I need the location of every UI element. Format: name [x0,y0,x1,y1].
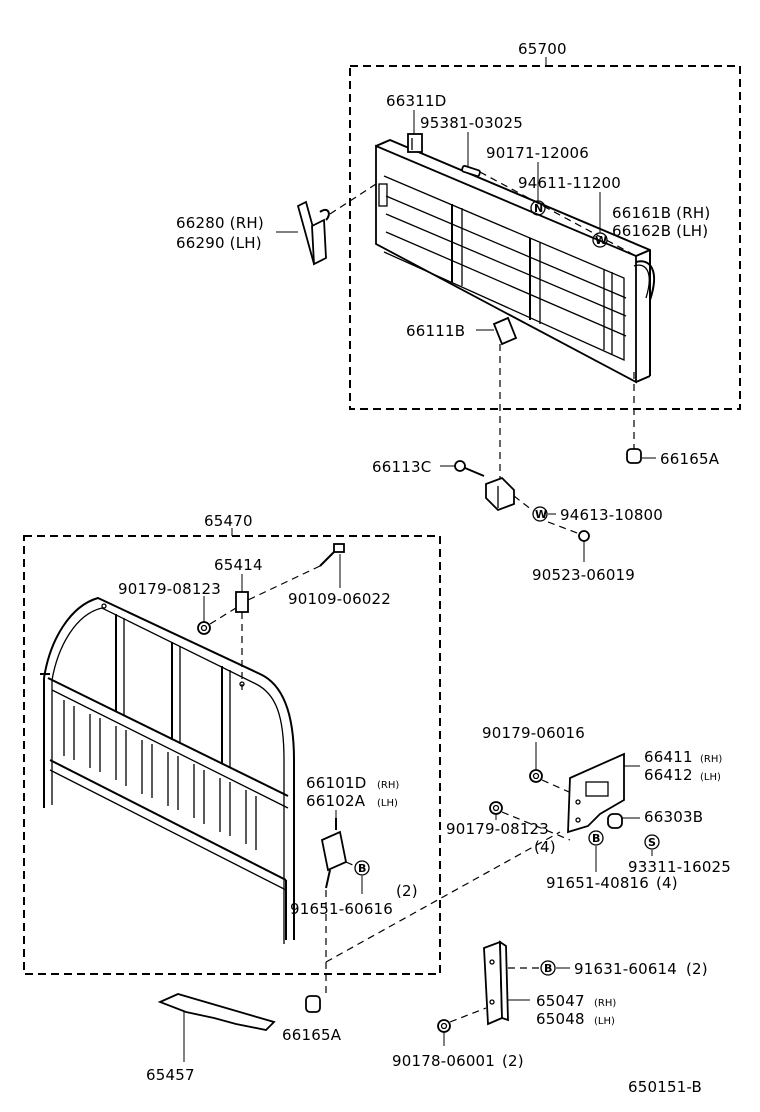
label-66161b: 66161B (RH) [612,204,710,222]
label-rh-tag-2: (RH) [594,998,616,1009]
bolt-66113c [454,460,485,477]
label-90523-06019: 90523-06019 [532,566,635,584]
label-66411: 66411 [644,748,693,766]
label-lh-small: (LH) [377,798,398,809]
label-66165a-right: 66165A [660,450,720,468]
label-91651-60616: 91651-60616 [290,900,393,918]
mark-w1: W [595,234,607,247]
cap-66165a-right [626,448,642,464]
nut-90178 [437,1019,451,1033]
label-66101d: 66101D [306,774,366,792]
label-65700: 65700 [518,40,567,58]
bushing-66303b [607,813,623,829]
nut-90179-upper [197,621,211,635]
mark-b3: B [544,962,552,975]
label-65470: 65470 [204,512,253,530]
bracket-66111b [492,316,518,346]
mark-b1-icon [354,860,370,876]
part-65414 [235,591,249,613]
label-95381-03025: 95381-03025 [420,114,523,132]
label-90179-06016: 90179-06016 [482,724,585,742]
label-qty-4a: (4) [534,838,556,856]
label-90178-06001: 90178-06001 [392,1052,495,1070]
nut-90179-06016 [529,769,543,783]
label-66102a: 66102A [306,792,366,810]
mark-b3-icon [540,960,556,976]
mark-w2-icon [532,506,548,522]
label-qty-2a: (2) [396,882,418,900]
label-66113c: 66113C [372,458,431,476]
label-66290: 66290 (LH) [176,234,262,252]
mark-s: S [648,836,656,849]
nut-90179-08123-right [489,801,503,815]
label-rh-small: (RH) [377,780,399,791]
label-66162b: 66162B (LH) [612,222,708,240]
label-66311d: 66311D [386,92,446,110]
rear-frame [40,597,295,944]
label-91631-60614: 91631-60614 [574,960,677,978]
tailgate-panel [375,139,651,384]
label-90109-06022: 90109-06022 [288,590,391,608]
label-rh-tag: (RH) [700,754,722,765]
mark-b1: B [358,862,366,875]
chain-66161b [633,260,655,301]
label-qty-2c: (2) [502,1052,524,1070]
tailgate-assy-box [349,65,741,410]
plate-66411 [567,752,625,834]
hinge-center [485,476,515,512]
label-66165a-bottom: 66165A [282,1026,342,1044]
label-66280: 66280 (RH) [176,214,264,232]
diagram-id: 650151-B [628,1078,702,1096]
label-65048: 65048 [536,1010,585,1028]
label-90179-08123-right: 90179-08123 [446,820,549,838]
label-qty-2b: (2) [686,960,708,978]
label-91651-40816: 91651-40816 [546,874,649,892]
support-66280 [296,200,330,266]
label-65414: 65414 [214,556,263,574]
label-94613-10800: 94613-10800 [560,506,663,524]
label-94611-11200: 94611-11200 [518,174,621,192]
hinge-66101d [320,818,348,889]
bolt-90109 [319,543,345,567]
mark-b2-icon [588,830,604,846]
label-66111b: 66111B [406,322,465,340]
mark-s-icon [644,834,660,850]
label-66412: 66412 [644,766,693,784]
label-qty-4b: (4) [656,874,678,892]
nut-90523 [578,530,590,542]
bracket-65047 [483,940,509,1026]
mark-b2: B [592,832,600,845]
pin-95381 [461,164,481,178]
label-65457: 65457 [146,1066,195,1084]
label-65047: 65047 [536,992,585,1010]
mark-w2: W [535,508,547,521]
label-lh-tag: (LH) [700,772,721,783]
label-66303b: 66303B [644,808,703,826]
hinge-66311d [407,133,423,153]
plate-65457 [157,993,276,1031]
label-lh-tag-2: (LH) [594,1016,615,1027]
label-90179-08123-upper: 90179-08123 [118,580,221,598]
cap-66165a-bottom [305,995,321,1013]
mark-n: N [534,202,543,215]
label-93311-16025: 93311-16025 [628,858,731,876]
label-90171-12006: 90171-12006 [486,144,589,162]
